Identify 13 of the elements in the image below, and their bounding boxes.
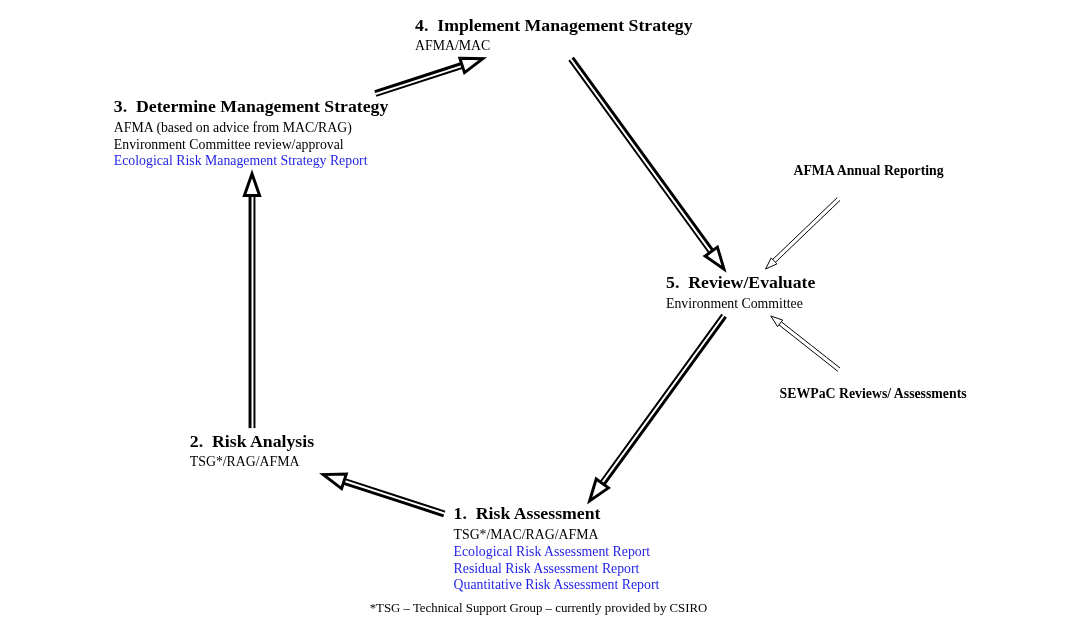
node-text: 2. Risk Analysis TSG*/RAG/AFMA (189, 430, 315, 470)
node-text: AFMA Annual Reporting (793, 163, 944, 179)
node-text: SEWPaC Reviews/ Assessments (779, 386, 967, 402)
node-text: 3. Determine Management Strategy AFMA (based on advice from MAC/RAG) Environment Committee review/approval Ecological Risk Management Strategy Report (113, 96, 389, 169)
arrow (568, 56, 727, 273)
node-text: 4. Implement Management Strategy AFMA/MAC (415, 14, 693, 54)
arrow (242, 169, 262, 429)
node-text: 5. Review/Evaluate Environment Committee (666, 272, 816, 311)
arrow (319, 472, 446, 518)
arrow (586, 313, 727, 505)
node-text: 1. Risk Assessment TSG*/MAC/RAG/AFMA Ecological Risk Assessment Report Residual Risk Assessment Report Quantitative Risk Assessment Report (453, 503, 660, 593)
arrow (374, 56, 488, 97)
caption: *TSG – Technical Support Group – currently provided by CSIRO (369, 601, 708, 616)
